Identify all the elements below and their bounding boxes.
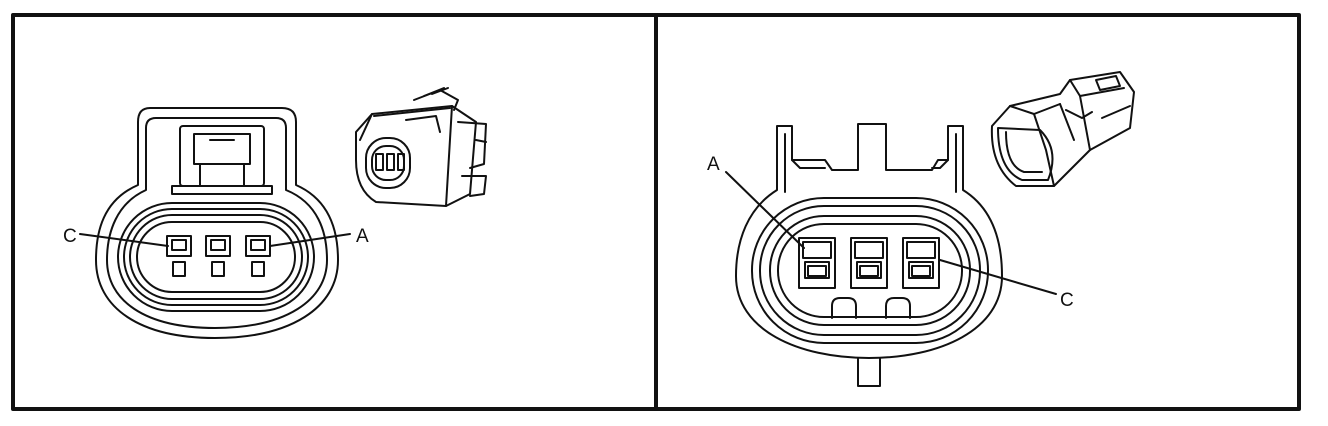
left-connector-face xyxy=(79,107,351,339)
left-pin-label-a: A xyxy=(356,226,369,247)
left-connector-3d-view xyxy=(355,87,487,207)
right-connector-face xyxy=(725,123,1057,387)
right-pin-label-a: A xyxy=(707,154,720,175)
right-pin-label-c: C xyxy=(1060,290,1074,311)
right-connector-3d-view xyxy=(990,71,1135,187)
left-pin-label-c: C xyxy=(63,226,77,247)
